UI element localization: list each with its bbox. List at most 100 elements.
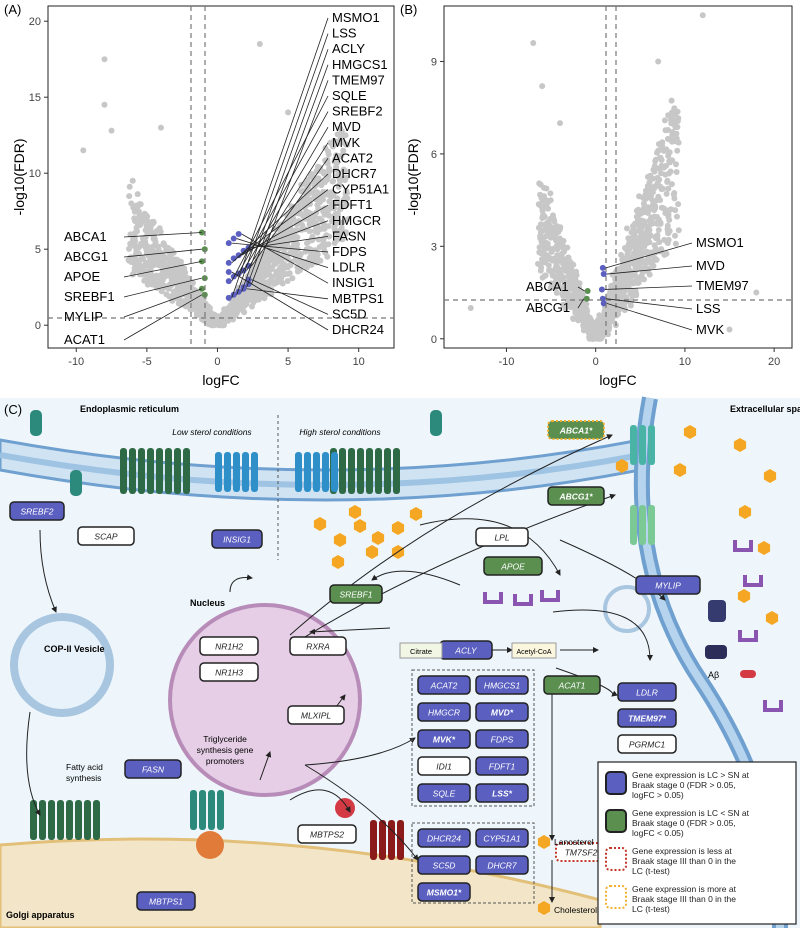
point (546, 254, 553, 261)
gene-label: SQLE (433, 789, 456, 799)
gene-point-down (584, 288, 591, 294)
point (148, 221, 155, 228)
point (101, 56, 108, 63)
point (672, 232, 678, 239)
point (160, 257, 167, 264)
point (342, 177, 348, 184)
point (143, 217, 150, 224)
y-tick-label: 0 (431, 334, 437, 346)
point (666, 149, 673, 156)
gene-box-rect (543, 675, 601, 695)
point (342, 197, 348, 204)
er-label: Endoplasmic reticulum (80, 404, 179, 414)
y-tick-label: 20 (29, 16, 41, 28)
point (617, 300, 624, 307)
gene-box-apoe: APOE (483, 556, 543, 576)
point (129, 177, 136, 184)
point (269, 252, 276, 259)
point (140, 235, 147, 242)
gene-leader (606, 302, 693, 331)
gene-label: DHCR7 (332, 166, 377, 181)
point (660, 164, 667, 171)
helix (339, 448, 346, 494)
point (312, 219, 319, 226)
point (655, 58, 662, 65)
gene-box-rect (211, 529, 263, 549)
point (668, 97, 675, 104)
point (338, 128, 345, 135)
gene-label: MVD* (491, 708, 514, 718)
y-tick-label: 15 (29, 92, 41, 104)
helix (242, 452, 249, 492)
point (342, 229, 349, 236)
point (335, 174, 342, 181)
point (558, 272, 565, 279)
point (661, 205, 668, 212)
point (555, 229, 562, 235)
gene-box-sc5d: SC5D (417, 855, 471, 875)
point (320, 235, 327, 242)
point (664, 222, 671, 229)
gene-label: HMGCS1 (484, 681, 521, 691)
x-tick-label: 5 (285, 356, 291, 368)
legend-line: Braak stage 0 (FDR > 0.05, (632, 780, 736, 790)
citrate-rect (399, 642, 443, 659)
point (638, 209, 645, 216)
point (309, 189, 316, 196)
point (541, 184, 547, 191)
gene-label: CYP51A1 (483, 834, 521, 844)
point (651, 213, 658, 220)
gene-leader (605, 298, 693, 310)
point (549, 246, 555, 252)
apoe-receptor (738, 630, 758, 642)
cholesterol-hexagon (409, 507, 423, 521)
gene-box-mbtps1: MBTPS1 (136, 891, 196, 911)
gene-box-rect (475, 729, 529, 749)
gene-leader (246, 142, 329, 271)
panel-b-xlabel: logFC (599, 372, 636, 388)
helix (384, 448, 391, 494)
point (126, 183, 133, 190)
abeta (740, 670, 756, 678)
point (163, 291, 170, 298)
point (142, 227, 149, 234)
point (325, 151, 332, 158)
legend-swatch (605, 771, 627, 795)
point (618, 251, 625, 258)
helix (129, 448, 136, 494)
point (153, 284, 160, 291)
gene-point-up (225, 259, 232, 266)
gene-leader (605, 242, 693, 269)
gene-box-rect (417, 702, 471, 722)
point (539, 83, 546, 90)
helix (120, 448, 127, 494)
point (228, 310, 235, 317)
gene-box-pgrmc1: PGRMC1 (617, 734, 677, 754)
cholesterol-hexagon (537, 835, 551, 849)
apoe-receptor (540, 590, 560, 602)
point (658, 157, 665, 163)
gene-label: TMEM97 (332, 72, 385, 87)
point (314, 229, 321, 236)
point (147, 266, 154, 273)
helix (199, 790, 206, 830)
point (563, 256, 570, 263)
point (653, 256, 660, 263)
acetyl-coa-label: Acetyl-CoA (516, 649, 551, 656)
point (306, 228, 313, 235)
cop-ii-vesicle (10, 613, 114, 717)
point (562, 305, 569, 312)
cholesterol-hexagon (763, 469, 777, 483)
gene-box-scap: SCAP (77, 526, 135, 546)
point (553, 289, 560, 296)
apoe-receptor (483, 592, 503, 604)
point (281, 253, 288, 260)
point (646, 271, 653, 278)
point (539, 212, 546, 219)
point (249, 303, 255, 310)
gene-point-down (198, 258, 205, 265)
apoe-receptor (763, 700, 783, 712)
point (329, 178, 336, 185)
